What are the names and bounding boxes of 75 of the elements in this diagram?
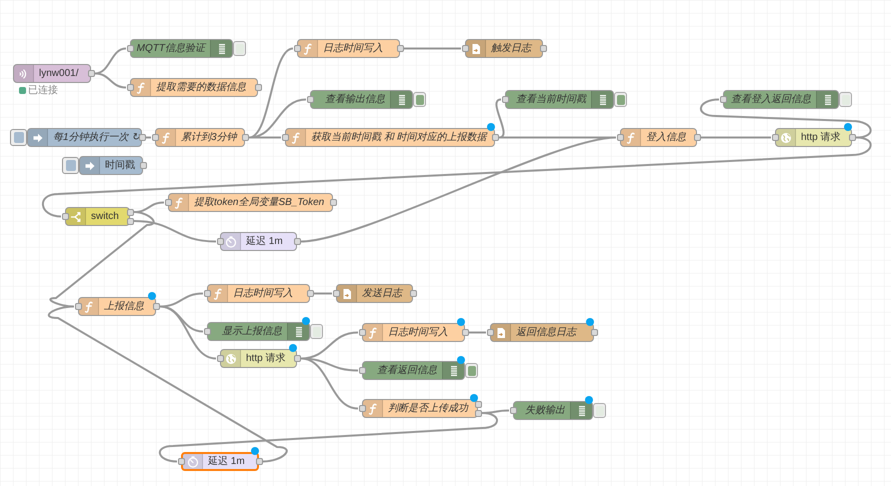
wire xyxy=(496,98,504,138)
node-label: 查看当前时间戳 xyxy=(516,94,586,106)
wire xyxy=(469,332,486,334)
function-node xyxy=(616,128,701,147)
debug-node xyxy=(719,90,839,109)
debug-node xyxy=(501,90,614,109)
node-label: 延迟 1m xyxy=(246,236,283,248)
debug-node xyxy=(358,361,465,380)
node-label: 提取token全局变量SB_Token xyxy=(194,196,324,208)
wire xyxy=(160,306,216,360)
node-label: MQTT信息验证 xyxy=(136,42,205,54)
wire xyxy=(50,211,154,308)
debug-node xyxy=(509,401,593,420)
file-node xyxy=(332,284,417,303)
wire xyxy=(159,412,498,462)
node-label: 日志时间写入 xyxy=(388,326,448,338)
node-label: 提取需要的数据信息 xyxy=(156,82,246,94)
delay-node xyxy=(216,232,301,251)
delay-node xyxy=(177,452,263,471)
function-node xyxy=(164,193,337,212)
wire xyxy=(94,48,126,74)
function-node xyxy=(74,297,160,316)
http-request-node xyxy=(771,128,856,147)
node-label: lynw001/ xyxy=(39,68,78,80)
function-node xyxy=(126,78,262,97)
node-label: 时间戳 xyxy=(105,160,135,172)
node-label: 发送日志 xyxy=(362,288,402,300)
node-label: 返回信息日志 xyxy=(516,326,576,338)
node-label: 查看输出信息 xyxy=(325,94,385,106)
node-label: switch xyxy=(91,210,119,222)
wire xyxy=(94,72,126,88)
function-node xyxy=(281,128,499,147)
wire xyxy=(42,136,872,218)
node-label: 登入信息 xyxy=(646,132,686,144)
node-label: 查看登入返回信息 xyxy=(731,94,811,106)
wire xyxy=(248,48,294,138)
mqtt-in-node xyxy=(13,64,95,83)
debug-node xyxy=(126,39,233,58)
wire xyxy=(404,48,461,50)
debug-node xyxy=(203,322,310,341)
node-label: 上报信息 xyxy=(104,300,144,312)
function-node xyxy=(151,128,249,147)
switch-node xyxy=(61,207,134,226)
wire xyxy=(146,136,151,138)
function-node xyxy=(358,399,482,418)
function-node xyxy=(358,323,469,342)
node-label: http 请求 xyxy=(246,352,286,364)
wire xyxy=(300,358,358,410)
inject-node xyxy=(27,128,146,147)
function-node xyxy=(203,284,314,303)
wire xyxy=(300,136,616,242)
node-label: 失败输出 xyxy=(525,404,565,416)
node-label: 日志时间写入 xyxy=(323,42,383,54)
wire xyxy=(249,136,281,138)
node-label: 判断是否上传成功 xyxy=(388,402,468,414)
node-label: 获取当前时间戳 和 时间对应的上报数据 xyxy=(311,132,487,144)
inject-node xyxy=(79,156,147,175)
node-label: 触发日志 xyxy=(491,42,531,54)
node-label: 累计到3分钟 xyxy=(181,132,237,144)
wire xyxy=(700,98,872,138)
wire xyxy=(48,306,288,462)
debug-node xyxy=(306,90,413,109)
node-label: http 请求 xyxy=(801,132,840,144)
file-node xyxy=(461,39,547,58)
function-node xyxy=(293,39,404,58)
node-label: 日志时间写入 xyxy=(233,288,293,300)
wire xyxy=(701,136,771,138)
node-label: 显示上报信息 xyxy=(222,326,282,338)
node-label: 查看返回信息 xyxy=(377,364,437,376)
node-label: 延迟 1m xyxy=(208,456,245,468)
status-label: 已连接 xyxy=(28,85,58,97)
http-request-node xyxy=(216,349,301,368)
file-node xyxy=(486,323,598,342)
wire xyxy=(134,220,216,242)
wire xyxy=(314,292,332,294)
